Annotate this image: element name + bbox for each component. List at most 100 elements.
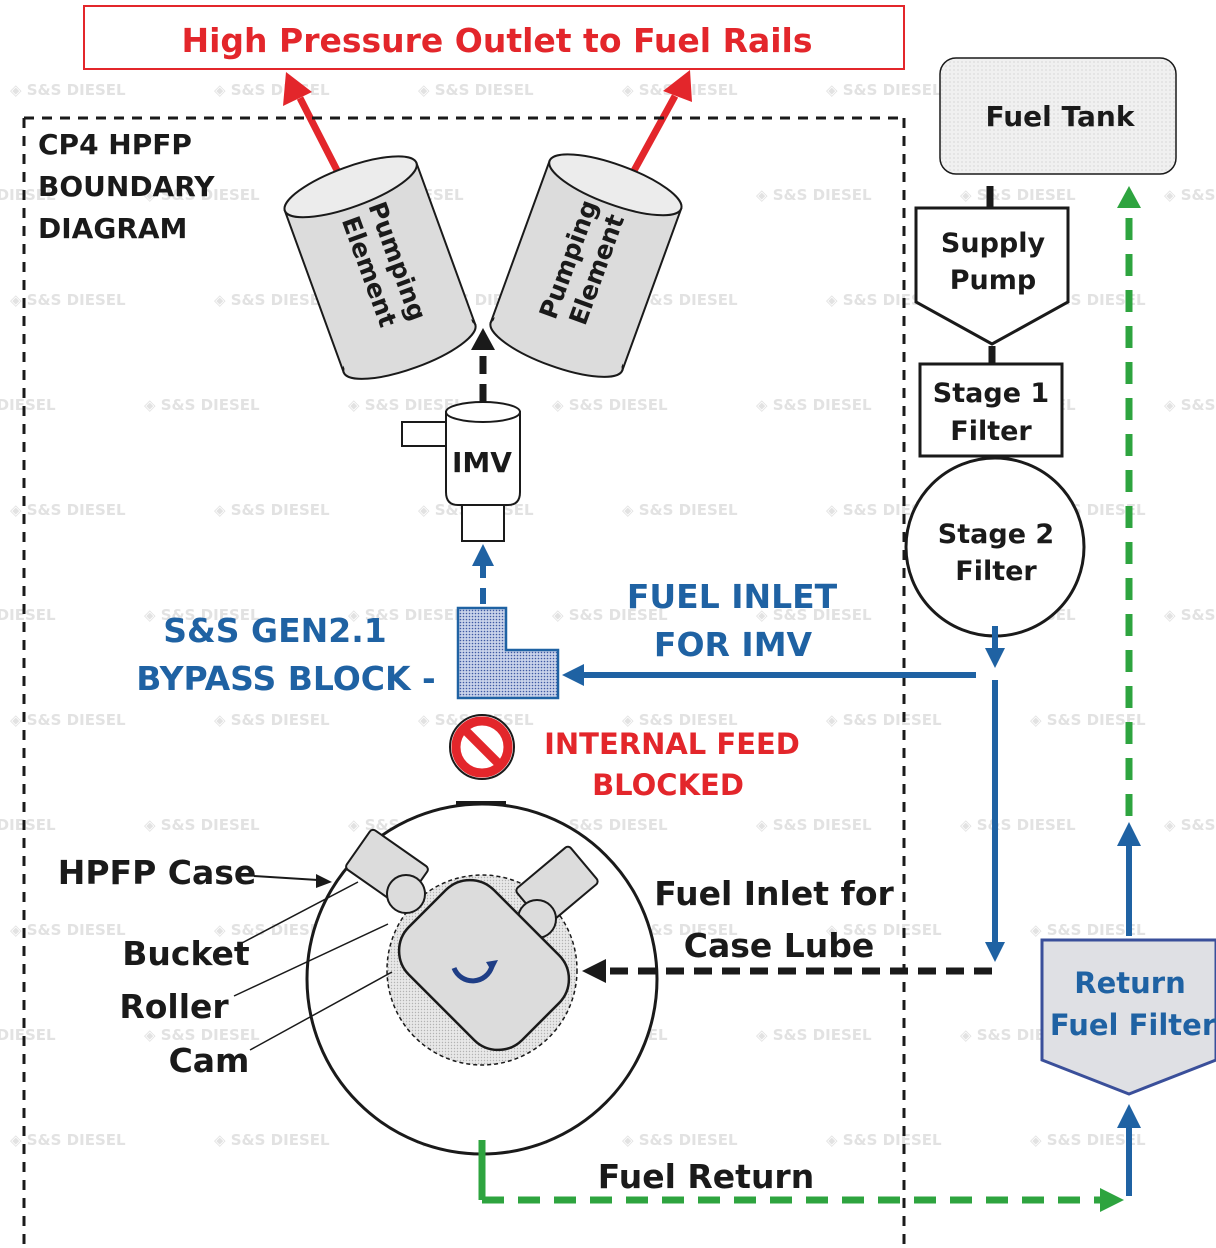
watermark-text: ◈ S&S DIESEL <box>0 396 56 414</box>
watermark-text: ◈ S&S DIESEL <box>10 1131 126 1149</box>
return-fuel-filter <box>1040 938 1216 1096</box>
boundary-title-line2: BOUNDARY <box>38 170 215 203</box>
watermark-text: ◈ S&S DIESEL <box>214 1131 330 1149</box>
imv-valve: IMV <box>401 401 521 542</box>
roller-leader <box>233 923 389 997</box>
watermark-text: ◈ S&S DIESEL <box>0 816 56 834</box>
return-filter-inlet-arrow <box>1117 1104 1141 1196</box>
watermark-text: ◈ S&S DIESEL <box>756 1026 872 1044</box>
watermark-text: ◈ S&S DIESEL <box>1164 186 1216 204</box>
bypass-label-line1: S&S GEN2.1 <box>163 611 387 650</box>
watermark-text: ◈ S&S DIESEL <box>214 501 330 519</box>
watermark-text: ◈ S&S DIESEL <box>826 711 942 729</box>
watermark-text: ◈ S&S DIESEL <box>552 396 668 414</box>
stage1-label2: Filter <box>950 416 1032 447</box>
return-filter-outlet-arrow <box>1117 822 1141 936</box>
fuel-inlet-imv-line2: FOR IMV <box>654 625 813 664</box>
watermark-text: ◈ S&S DIESEL <box>214 711 330 729</box>
watermark-text: ◈ S&S DIESEL <box>756 186 872 204</box>
watermark-text: ◈ S&S DIESEL <box>214 81 330 99</box>
return-filter-label2: Fuel Filter <box>1050 1008 1216 1042</box>
stage2-outlet-arrow <box>985 626 1005 668</box>
watermark-text: ◈ S&S DIESEL <box>622 711 738 729</box>
fuel-tank-label: Fuel Tank <box>986 100 1136 133</box>
pumping-element-left: Pumping Element <box>283 155 477 380</box>
watermark-text: ◈ S&S DIESEL <box>0 1026 56 1044</box>
hpfp-case-leader <box>253 874 332 888</box>
watermark-text: ◈ S&S DIESEL <box>622 291 738 309</box>
watermark-text: ◈ S&S DIESEL <box>552 606 668 624</box>
watermark-text: ◈ S&S DIESEL <box>826 1131 942 1149</box>
watermark-text: ◈ S&S DIESEL <box>10 501 126 519</box>
return-filter-label1: Return <box>1074 966 1185 1000</box>
watermark-text: ◈ S&S DIESEL <box>756 396 872 414</box>
case-lube-arrow <box>582 959 992 983</box>
bypass-to-imv-arrow <box>472 544 494 604</box>
fuel-return-label: Fuel Return <box>598 1157 814 1196</box>
stage1-label1: Stage 1 <box>933 378 1049 409</box>
watermark-text: ◈ S&S DIESEL <box>960 186 1076 204</box>
supply-pump <box>914 206 1070 346</box>
fuel-inlet-imv-line1: FUEL INLET <box>627 577 838 616</box>
watermark-text: ◈ S&S DIESEL <box>826 921 942 939</box>
rotation-arrow-icon <box>451 960 498 984</box>
watermark-text: ◈ S&S DIESEL <box>826 81 942 99</box>
watermark-text: ◈ S&S DIESEL <box>144 186 260 204</box>
boundary-title-line3: DIAGRAM <box>38 212 187 245</box>
stage2-label2: Filter <box>955 556 1037 587</box>
internal-feed-line1: INTERNAL FEED <box>544 727 800 761</box>
watermark-text: ◈ S&S DIESEL <box>1030 1131 1146 1149</box>
watermark-text: ◈ S&S DIESEL <box>0 606 56 624</box>
case-lube-feed-arrow <box>985 680 1005 962</box>
watermark-text: ◈ S&S DIESEL <box>1030 921 1146 939</box>
fuel-tank <box>939 57 1177 175</box>
prohibited-icon <box>449 714 515 780</box>
watermark-text: ◈ S&S DIESEL <box>348 606 464 624</box>
watermark-text: ◈ S&S DIESEL <box>826 291 942 309</box>
pumping-element-right: Pumping Element <box>489 153 683 378</box>
fuel-return-path <box>478 1140 1124 1212</box>
watermark-text: ◈ S&S DIESEL <box>10 711 126 729</box>
watermark-text: ◈ S&S DIESEL <box>622 501 738 519</box>
watermark-text: ◈ S&S DIESEL <box>144 816 260 834</box>
hpfp-boundary <box>22 116 906 1244</box>
case-lube-line2: Case Lube <box>684 926 875 965</box>
watermark-text: ◈ S&S DIESEL <box>960 816 1076 834</box>
watermark-text: ◈ S&S DIESEL <box>1164 606 1216 624</box>
outlet-label: High Pressure Outlet to Fuel Rails <box>181 21 812 60</box>
watermark-text: ◈ S&S DIESEL <box>214 921 330 939</box>
watermark-text: ◈ S&S DIESEL <box>1030 711 1146 729</box>
bypass-block <box>456 606 560 700</box>
watermark-text: ◈ S&S DIESEL <box>1164 396 1216 414</box>
imv-to-elements-arrow <box>471 328 495 402</box>
bucket-label: Bucket <box>122 934 250 973</box>
imv-label: IMV <box>452 446 512 479</box>
watermark-text: ◈ S&S DIESEL <box>0 186 56 204</box>
outlet-arrow-right <box>626 70 692 180</box>
stage1-filter <box>918 362 1064 458</box>
boundary-title-line1: CP4 HPFP <box>38 128 192 161</box>
watermark-text: ◈ S&S DIESEL <box>622 1131 738 1149</box>
stage2-label1: Stage 2 <box>938 519 1054 550</box>
watermark-text: ◈ S&S DIESEL <box>418 81 534 99</box>
fuel-inlet-imv-arrow <box>562 664 976 686</box>
watermark-text: ◈ S&S DIESEL <box>756 816 872 834</box>
bucket-leader <box>239 881 359 945</box>
cam-leader <box>249 971 393 1051</box>
return-to-tank-arrow <box>1117 186 1141 816</box>
hpfp-case <box>305 802 659 1156</box>
watermark-text: ◈ S&S DIESEL <box>756 606 872 624</box>
watermark-text: ◈ S&S DIESEL <box>10 291 126 309</box>
watermark-text: ◈ S&S DIESEL <box>552 816 668 834</box>
hpfp-case-label: HPFP Case <box>58 853 257 892</box>
watermark-text: ◈ S&S DIESEL <box>348 396 464 414</box>
watermark-text: ◈ S&S DIESEL <box>10 81 126 99</box>
watermark-text: ◈ S&S DIESEL <box>10 921 126 939</box>
bypass-label-line2: BYPASS BLOCK - <box>136 659 436 698</box>
watermark-text: ◈ S&S DIESEL <box>1164 816 1216 834</box>
supply-pump-label2: Pump <box>950 265 1036 296</box>
watermark-text: ◈ S&S DIESEL <box>214 291 330 309</box>
watermark-text: ◈ S&S DIESEL <box>144 396 260 414</box>
